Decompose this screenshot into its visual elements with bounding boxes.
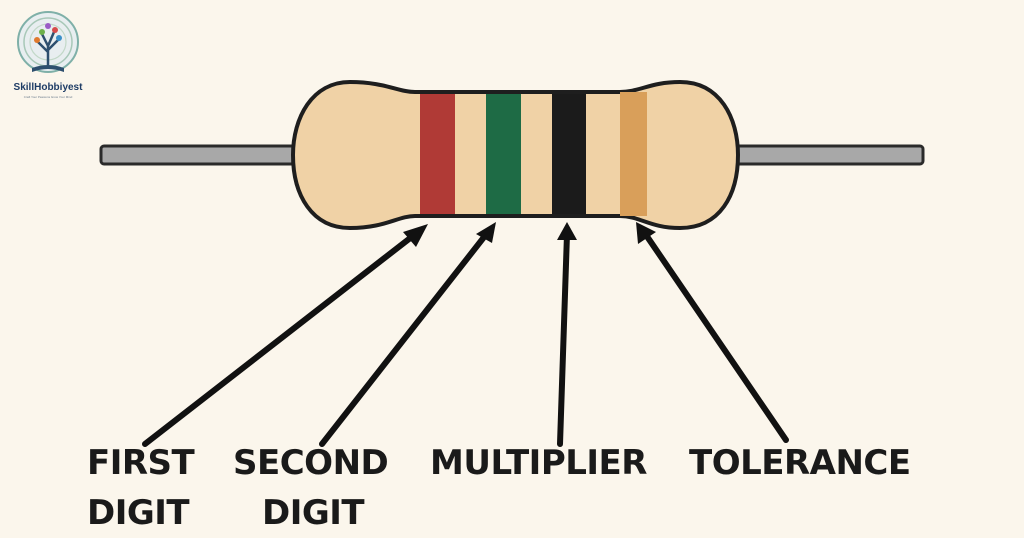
skillhobbiyest-logo: SkillHobbiyest Craft Your Passions Grow … xyxy=(8,6,88,102)
band-tolerance xyxy=(620,92,647,216)
band-multiplier xyxy=(552,92,586,216)
arrow-tolerance xyxy=(641,229,789,443)
band-first-digit xyxy=(420,92,455,216)
label-multiplier: MULTIPLIER xyxy=(430,443,647,483)
arrowhead-first-digit xyxy=(403,224,428,247)
arrow-multiplier xyxy=(557,231,570,447)
arrow-first-digit xyxy=(142,229,421,447)
label-first-digit-line2: DIGIT xyxy=(87,493,190,533)
arrowhead-second-digit xyxy=(476,222,496,243)
left-lead-wire xyxy=(99,144,303,166)
label-second-digit-line2: DIGIT xyxy=(262,493,365,533)
label-first-digit-line1: FIRST xyxy=(87,443,195,483)
right-lead-wire xyxy=(726,144,925,166)
tree-logo-icon xyxy=(17,11,79,73)
label-tolerance: TOLERANCE xyxy=(689,443,911,483)
band-second-digit xyxy=(486,92,521,216)
arrowhead-tolerance xyxy=(636,222,656,244)
arrowhead-multiplier xyxy=(557,222,577,240)
logo-brand-name: SkillHobbiyest xyxy=(13,82,83,93)
arrow-second-digit xyxy=(319,229,491,447)
logo-tagline: Craft Your Passions Grow Your Mind xyxy=(23,95,73,99)
label-second-digit-line1: SECOND xyxy=(233,443,389,483)
